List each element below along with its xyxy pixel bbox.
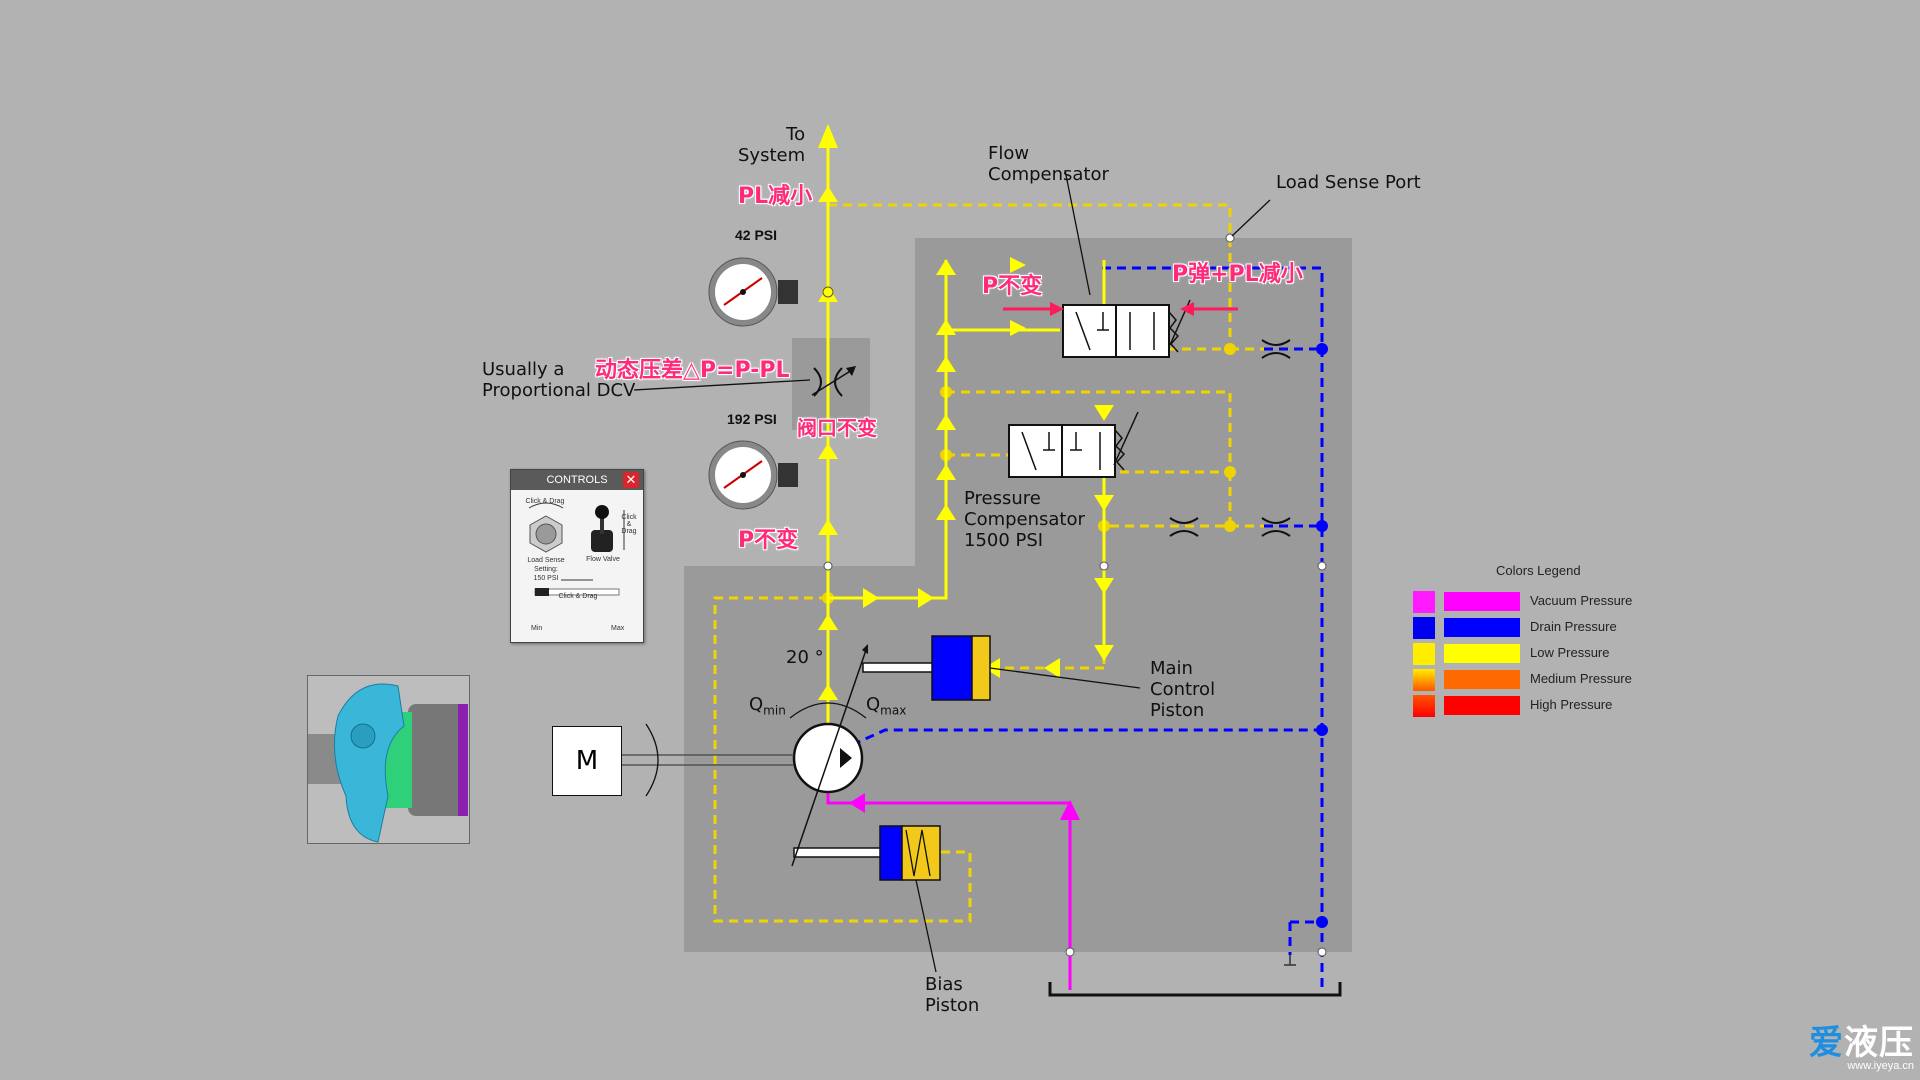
annotation-dynamic-pressure: 动态压差△P=P-PL [595,358,790,383]
legend-label: Drain Pressure [1530,619,1617,634]
legend-title: Colors Legend [1496,563,1581,578]
annotation-pl-decrease: PL减小 [738,184,813,209]
annotation-p-unchanged-lower: P不变 [738,528,799,553]
label-qmax: Qmax [866,694,907,718]
pump-housing [684,238,1352,952]
colors-legend: Colors Legend Vacuum Pressure Drain Pres… [1410,560,1640,720]
electric-motor: M [552,726,622,796]
legend-bar [1444,696,1520,715]
legend-item: Drain Pressure [1410,616,1640,639]
label-angle: 20 ° [786,647,824,668]
suction-line [826,790,1072,990]
legend-item: High Pressure [1410,694,1640,717]
pressure-gauge-top [708,257,798,327]
load-sense-setting: Load Sense Setting: 150 PSI [527,557,565,582]
legend-swatch [1413,617,1435,639]
legend-item: Medium Pressure [1410,668,1640,691]
controls-panel: CONTROLS ✕ Click & Drag Load Sense Setti… [510,469,644,643]
legend-swatch [1413,695,1435,717]
hint-click-drag-knob: Click & Drag [525,498,565,505]
flow-compensator-valve [1062,169,1271,358]
legend-item: Vacuum Pressure [1410,590,1640,613]
site-watermark: 爱液压 www.iyeya.cn [1809,1015,1914,1072]
label-main-control-piston: Main Control Piston [1150,658,1216,721]
label-load-sense-port: Load Sense Port [1276,172,1421,193]
hint-click-drag-vertical: Click & Drag [621,514,637,535]
pressure-gauge-bottom [708,440,798,510]
legend-label: Medium Pressure [1530,671,1632,686]
gauge-bottom-reading: 192 PSI [727,411,777,427]
label-to-system: To System [738,124,806,166]
close-icon[interactable]: ✕ [623,472,639,488]
legend-label: Low Pressure [1530,645,1610,660]
drain-lines [851,266,1324,990]
legend-item: Low Pressure [1410,642,1640,665]
label-qmin: Qmin [749,694,786,718]
pressure-compensator-valve [1008,411,1139,478]
legend-bar [1444,618,1520,637]
drain-nodes [1316,343,1328,928]
controls-title: CONTROLS [546,474,608,486]
label-bias-piston: Bias Piston [925,974,980,1016]
label-flow-compensator: Flow Compensator [988,143,1109,185]
hint-click-drag-slider: Click & Drag [558,593,598,600]
gauge-top-reading: 42 PSI [735,227,778,243]
load-sense-knob[interactable] [528,502,564,553]
flow-valve-joystick[interactable] [591,505,625,552]
label-pressure-compensator: Pressure Compensator 1500 PSI [964,488,1085,551]
legend-swatch [1413,669,1435,691]
annotation-p-unchanged-upper: P不变 [982,274,1043,299]
legend-bar [1444,670,1520,689]
watermark-url: www.iyeya.cn [1847,1060,1914,1072]
orifice-symbols [1169,339,1291,537]
legend-bar [1444,644,1520,663]
legend-label: Vacuum Pressure [1530,593,1633,608]
force-arrows [1003,302,1238,316]
controls-header: CONTROLS ✕ [511,470,643,490]
slider-min-label: Min [531,625,543,632]
proportional-dcv [633,366,856,397]
bias-piston [793,825,941,973]
pump-3d-thumbnail [307,675,470,844]
annotation-spring-plus-pl: P弹+PL减小 [1172,262,1303,287]
tank [1048,982,1342,997]
label-proportional-dcv: Usually a Proportional DCV [482,359,636,401]
min-max-slider[interactable] [534,579,620,596]
slider-max-label: Max [611,625,625,632]
legend-swatch [1413,643,1435,665]
flow-valve-label: Flow Valve [586,556,620,563]
annotation-orifice-unchanged: 阀口不变 [797,416,877,440]
watermark-logo: 爱液压 [1809,1023,1914,1063]
legend-label: High Pressure [1530,697,1613,712]
main-control-piston [862,635,1141,701]
pressure-nodes [822,233,1327,571]
legend-swatch [1413,591,1435,613]
pump-symbol [620,644,868,867]
legend-bar [1444,592,1520,611]
